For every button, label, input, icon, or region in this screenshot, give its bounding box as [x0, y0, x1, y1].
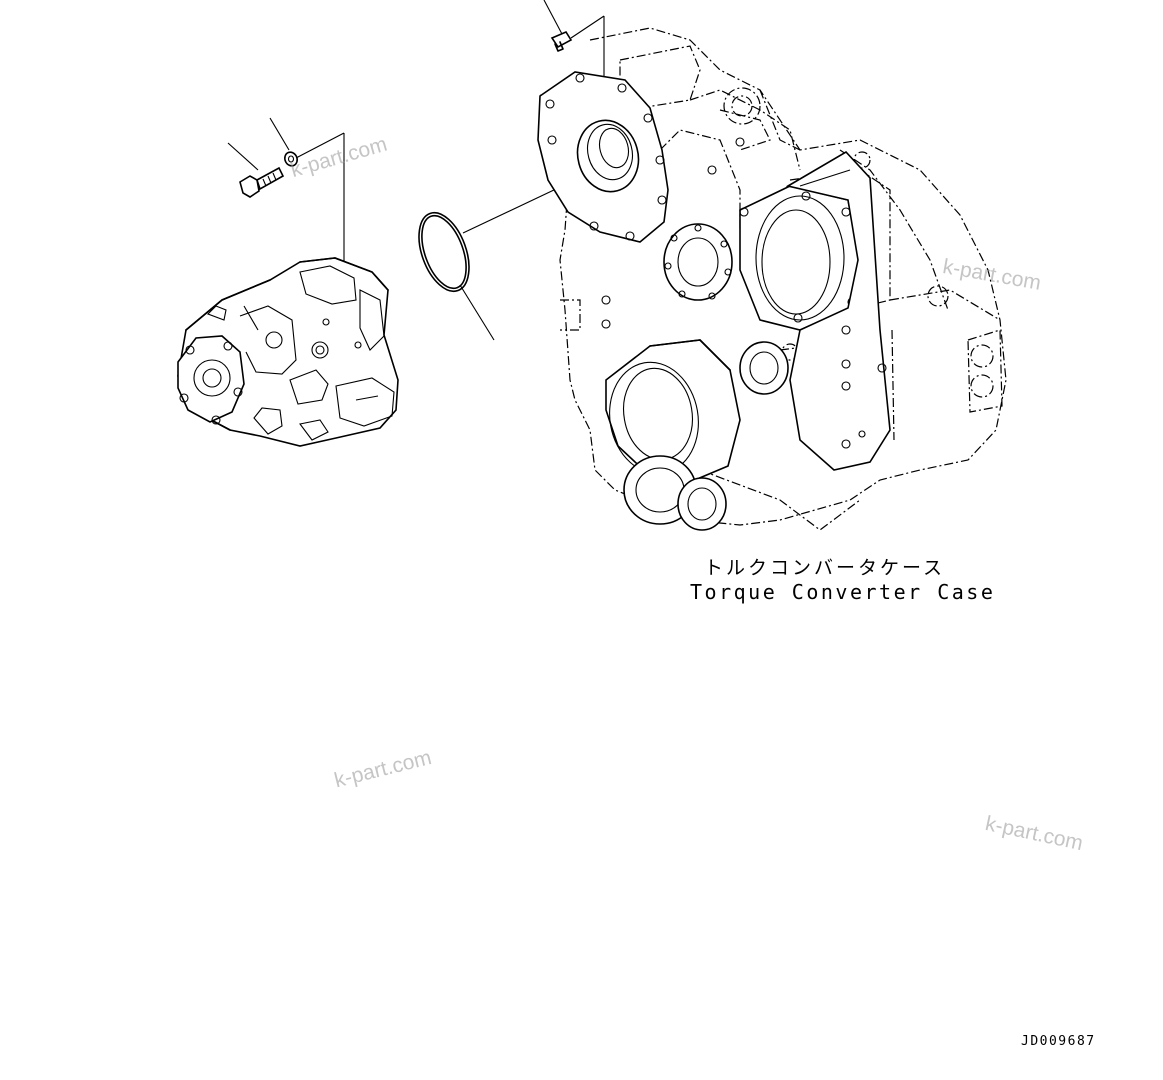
bolt-part: [239, 166, 285, 198]
case-label-english: Torque Converter Case: [690, 580, 996, 604]
case-label-japanese: トルクコンバータケース: [704, 557, 946, 579]
o-ring-part: [418, 211, 470, 293]
washer-part: [284, 151, 298, 167]
drawing-id: JD009687: [1021, 1034, 1096, 1049]
torque-converter-case: [537, 27, 1007, 531]
pump-assembly: [177, 257, 399, 447]
plug-part: [550, 30, 573, 52]
